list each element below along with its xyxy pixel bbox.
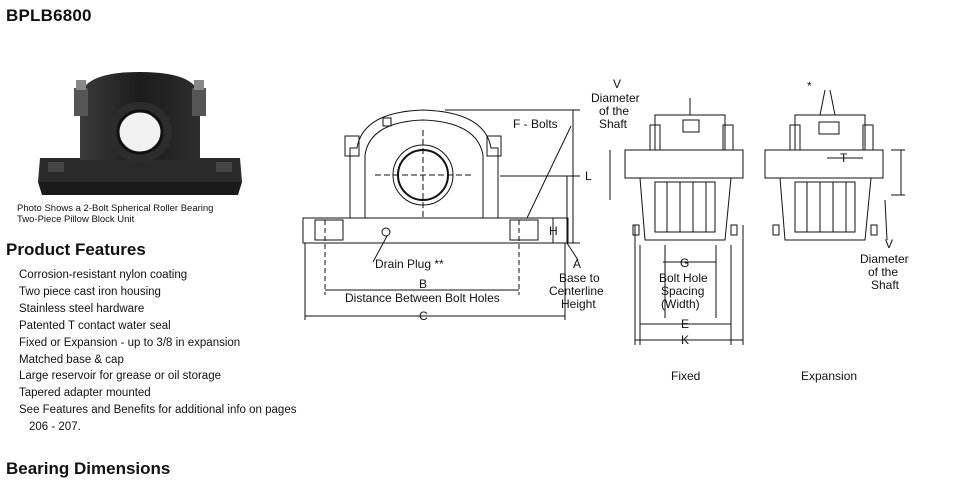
photo-caption: Photo Shows a 2-Bolt Spherical Roller Be… bbox=[17, 203, 213, 225]
h-label: H bbox=[549, 224, 558, 238]
g-desc-3: (Width) bbox=[661, 297, 700, 311]
expansion-side-view bbox=[764, 89, 905, 241]
dimension-diagram: F - Bolts L H A Base to Centerline Heigh… bbox=[302, 77, 909, 383]
a-desc-1: Base to bbox=[559, 271, 600, 285]
expansion-view-label: Expansion bbox=[801, 369, 857, 383]
v-desc-top-1: Diameter bbox=[591, 91, 640, 105]
feature-item-continuation: 206 - 207. bbox=[29, 421, 81, 434]
v-desc-top-2: of the bbox=[599, 104, 629, 118]
v-desc-bottom-3: Shaft bbox=[871, 278, 900, 292]
a-desc-2: Centerline bbox=[549, 284, 604, 298]
fixed-view-label: Fixed bbox=[671, 369, 700, 383]
feature-item: Large reservoir for grease or oil storag… bbox=[19, 370, 221, 383]
k-label: K bbox=[681, 333, 689, 347]
g-desc-1: Bolt Hole bbox=[659, 271, 708, 285]
feature-item: Stainless steel hardware bbox=[19, 302, 145, 315]
star-label: * bbox=[807, 79, 812, 93]
v-label-top: V bbox=[613, 77, 621, 91]
product-features-heading: Product Features bbox=[6, 240, 146, 259]
e-label: E bbox=[681, 317, 689, 331]
photo-caption-line1: Photo Shows a 2-Bolt Spherical Roller Be… bbox=[17, 203, 214, 214]
feature-item: Patented T contact water seal bbox=[19, 319, 171, 332]
v-label-bottom: V bbox=[885, 237, 893, 251]
feature-item: Two piece cast iron housing bbox=[19, 285, 161, 298]
b-desc: Distance Between Bolt Holes bbox=[345, 291, 500, 305]
g-desc-2: Spacing bbox=[661, 284, 704, 298]
b-label: B bbox=[419, 277, 427, 291]
t-label: T bbox=[840, 151, 848, 165]
l-label: L bbox=[585, 169, 592, 183]
fixed-side-view bbox=[609, 98, 744, 345]
product-photo bbox=[38, 72, 242, 195]
f-bolts-label: F - Bolts bbox=[513, 117, 558, 131]
feature-item: See Features and Benefits for additional… bbox=[19, 404, 297, 417]
g-label: G bbox=[680, 256, 689, 270]
photo-caption-line2: Two-Piece Pillow Block Unit bbox=[17, 214, 135, 225]
feature-item: Tapered adapter mounted bbox=[19, 387, 151, 400]
drain-plug-label: Drain Plug ** bbox=[375, 257, 444, 271]
product-title: BPLB6800 bbox=[6, 6, 92, 25]
feature-item: Fixed or Expansion - up to 3/8 in expans… bbox=[19, 336, 241, 349]
v-desc-top-3: Shaft bbox=[599, 117, 628, 131]
a-label: A bbox=[573, 257, 581, 271]
front-view-housing bbox=[302, 109, 569, 320]
v-desc-bottom-2: of the bbox=[868, 265, 898, 279]
product-features-list: Corrosion-resistant nylon coating Two pi… bbox=[19, 267, 296, 436]
front-view-dimension-lines bbox=[305, 109, 580, 317]
v-desc-bottom-1: Diameter bbox=[860, 252, 909, 266]
bearing-dimensions-heading: Bearing Dimensions bbox=[6, 459, 171, 478]
a-desc-3: Height bbox=[561, 297, 596, 311]
feature-item: Matched base & cap bbox=[19, 353, 124, 366]
c-label: C bbox=[419, 309, 428, 323]
feature-item: Corrosion-resistant nylon coating bbox=[19, 269, 188, 281]
